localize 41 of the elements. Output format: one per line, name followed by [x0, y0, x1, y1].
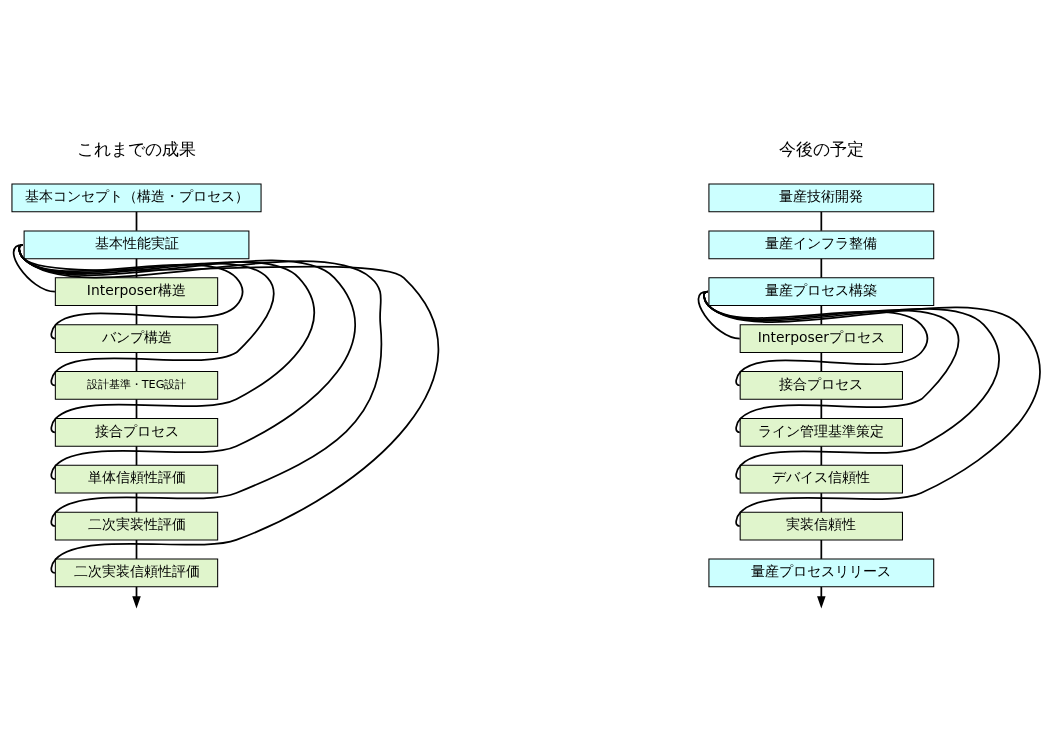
connector [820, 398, 823, 419]
node-box: Interposer構造 [54, 276, 219, 306]
node-box: 量産インフラ整備 [708, 229, 935, 259]
node-box: デバイス信頼性 [739, 464, 903, 494]
node-box: 量産プロセスリリース [708, 558, 935, 587]
connector [820, 210, 823, 232]
connector [820, 351, 823, 372]
node-box: 接合プロセス [54, 417, 219, 447]
node-box: 二次実装信頼性評価 [54, 558, 219, 587]
node-box: Interposerプロセス [739, 323, 903, 353]
connector [135, 398, 138, 419]
connector [135, 210, 138, 232]
node-box: ライン管理基準策定 [739, 417, 903, 447]
node-box: 量産プロセス構築 [708, 276, 935, 306]
connector [820, 257, 823, 278]
connector [820, 444, 823, 466]
connector [703, 290, 1041, 527]
connector [135, 444, 138, 466]
connector [135, 538, 138, 560]
node-box: 設計基準・TEG設計 [54, 370, 219, 400]
connector [135, 491, 138, 513]
node-box: 二次実装性評価 [54, 511, 219, 540]
connector [18, 243, 440, 574]
connector [820, 538, 823, 560]
connector [820, 304, 823, 325]
node-box: 接合プロセス [739, 370, 903, 400]
node-box: バンプ構造 [54, 323, 219, 353]
node-box: 単体信頼性評価 [54, 464, 219, 494]
connector [135, 351, 138, 372]
connector [135, 304, 138, 325]
node-box: 量産技術開発 [708, 183, 935, 212]
connector [12, 243, 56, 293]
connector [135, 257, 138, 278]
label: 今後の予定 [778, 138, 864, 159]
connector [697, 290, 741, 339]
node-box: 基本コンセプト（構造・プロセス） [11, 183, 262, 212]
arrow [817, 585, 826, 608]
connector [820, 491, 823, 513]
node-box: 実装信頼性 [739, 511, 903, 540]
label: これまでの成果 [77, 138, 197, 159]
node-box: 基本性能実証 [23, 229, 250, 259]
